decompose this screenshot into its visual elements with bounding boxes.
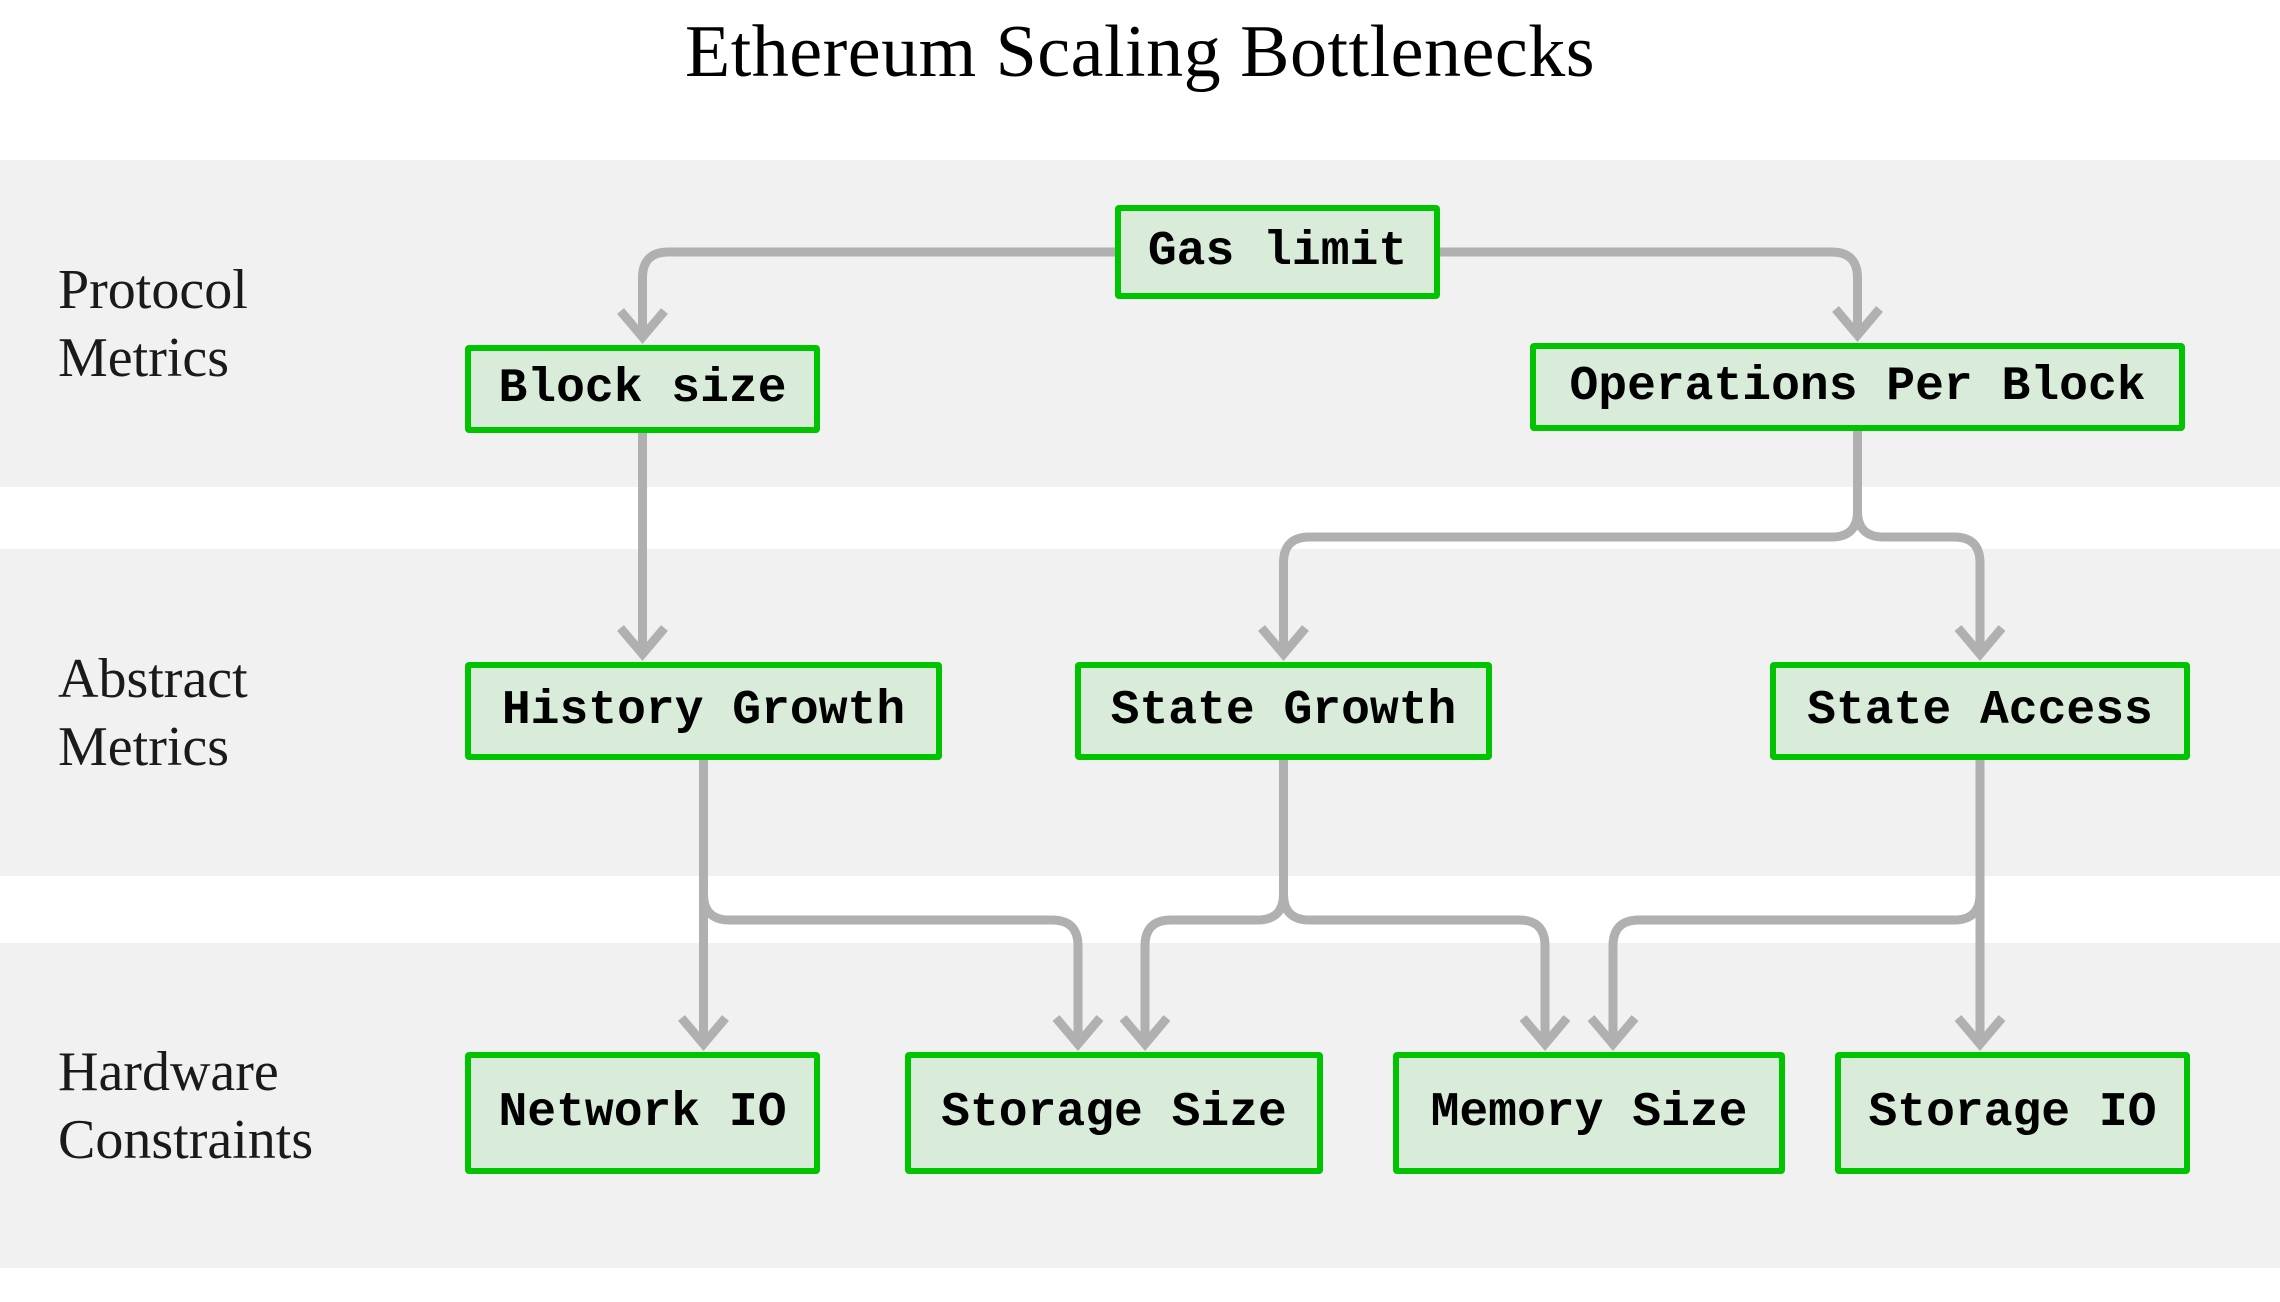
row-label-protocol: Protocol Metrics xyxy=(58,258,248,389)
node-operations-per-block[interactable]: Operations Per Block xyxy=(1530,343,2185,431)
node-memory-size[interactable]: Memory Size xyxy=(1393,1052,1785,1174)
node-gas-limit[interactable]: Gas limit xyxy=(1115,205,1440,299)
node-state-growth[interactable]: State Growth xyxy=(1075,662,1492,760)
row-label-hardware: Hardware Constraints xyxy=(58,1040,314,1171)
page-title: Ethereum Scaling Bottlenecks xyxy=(685,11,1595,93)
node-network-io[interactable]: Network IO xyxy=(465,1052,820,1174)
row-label-abstract: Abstract Metrics xyxy=(58,647,248,778)
node-storage-size[interactable]: Storage Size xyxy=(905,1052,1323,1174)
node-history-growth[interactable]: History Growth xyxy=(465,662,942,760)
node-state-access[interactable]: State Access xyxy=(1770,662,2190,760)
node-storage-io[interactable]: Storage IO xyxy=(1835,1052,2190,1174)
node-block-size[interactable]: Block size xyxy=(465,345,820,433)
